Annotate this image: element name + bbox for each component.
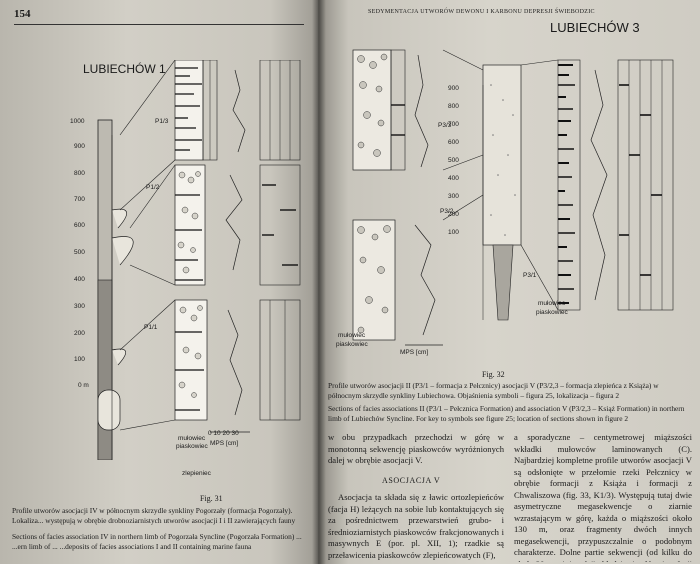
legend-label: piaskowiec	[176, 443, 208, 450]
left-page: 154 LUBIECHÓW 1 1000 900 800 700 600 500…	[0, 0, 318, 564]
axis-value: 400	[74, 276, 85, 283]
running-header: SEDYMENTACJA UTWORÓW DEWONU I KARBONU DE…	[368, 9, 595, 15]
caption-english: Sections of facies association IV in nor…	[12, 532, 302, 551]
axis-value: 500	[74, 249, 85, 256]
right-page: SEDYMENTACJA UTWORÓW DEWONU I KARBONU DE…	[318, 0, 700, 564]
caption-polish: Profile utworów asocjacji IV w północnym…	[12, 506, 296, 526]
caption-english: Sections of facies associations II (P3/1…	[328, 404, 685, 423]
legend-label: mułowiec	[338, 332, 366, 339]
figure-number: Fig. 32	[482, 370, 505, 379]
stratigraphic-column-figure	[352, 49, 674, 346]
legend-label: piaskowiec	[536, 309, 568, 316]
section-label-p1-2: P1/2	[146, 184, 160, 191]
profile-title-lubiechow-3: LUBIECHÓW 3	[550, 20, 640, 35]
scale-label: MPS [cm]	[210, 440, 239, 447]
axis-value: 700	[448, 121, 459, 128]
figure-number: Fig. 31	[200, 494, 223, 503]
stratigraphic-column-figure	[97, 60, 301, 460]
axis-value: 800	[74, 170, 85, 177]
axis-value: 900	[448, 85, 459, 92]
section-label-p3-1: P3/1	[523, 272, 537, 279]
axis-value: 1000	[70, 118, 85, 125]
legend-label: mułowiec	[538, 300, 566, 307]
book-gutter	[312, 0, 326, 564]
axis-value: 700	[74, 196, 85, 203]
legend-label: mułowiec	[178, 435, 206, 442]
caption-polish: Profile utworów asocjacji II (P3/1 – for…	[328, 381, 659, 400]
axis-value: 600	[448, 139, 459, 146]
axis-value: 200	[448, 211, 459, 218]
legend-label: piaskowiec	[336, 341, 368, 348]
section-label-p3-2: P3/2	[440, 208, 454, 215]
scale-ticks: 0 10 20 30	[208, 430, 239, 437]
body-column-1-intro: w obu przypadkach przechodzi w górę w mo…	[328, 432, 504, 465]
profile-title-lubiechow-1: LUBIECHÓW 1	[83, 62, 166, 76]
axis-value: 900	[74, 143, 85, 150]
section-heading: ASOCJACJA V	[382, 476, 441, 485]
axis-value: 800	[448, 103, 459, 110]
section-label-p3-3: P3/3	[438, 122, 452, 129]
legend-label: zlepieniec	[182, 470, 211, 477]
axis-value: 300	[74, 303, 85, 310]
axis-value: 0 m	[78, 382, 89, 389]
axis-value: 600	[74, 222, 85, 229]
section-label-p1-1: P1/1	[144, 324, 158, 331]
page-number: 154	[14, 8, 31, 20]
axis-value: 300	[448, 193, 459, 200]
axis-value: 100	[74, 356, 85, 363]
scale-label: MPS [cm]	[400, 349, 429, 356]
axis-value: 200	[74, 330, 85, 337]
axis-value: 100	[448, 229, 459, 236]
header-rule	[14, 24, 304, 25]
body-column-1-paragraph: Asocjacja ta składa się z ławic ortozlep…	[328, 492, 504, 560]
body-column-2: a sporadyczne – centymetrowej miąższości…	[514, 432, 692, 562]
axis-value: 400	[448, 175, 459, 182]
section-label-p1-3: P1/3	[155, 118, 169, 125]
axis-value: 500	[448, 157, 459, 164]
